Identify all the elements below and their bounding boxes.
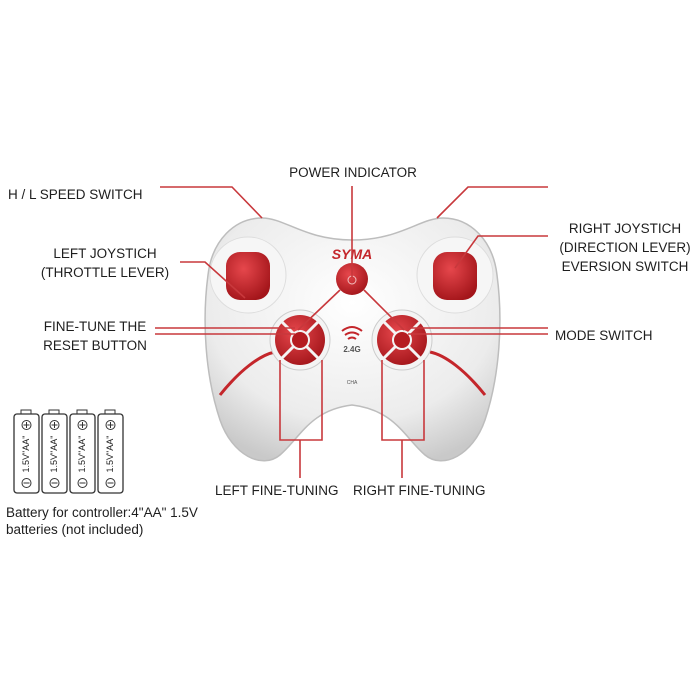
speed-switch-label: H / L SPEED SWITCH — [8, 187, 143, 202]
battery-cell-label: 1.5V"AA" — [49, 436, 59, 473]
left-joystick-line2: (THROTTLE LEVER) — [40, 265, 170, 280]
power-indicator-label: POWER INDICATOR — [289, 165, 417, 180]
right-joystick-line1: RIGHT JOYSTICH — [568, 221, 682, 236]
callout-lines — [155, 186, 548, 478]
wireless-icon — [341, 326, 363, 340]
fine-tune-reset-label: FINE-TUNE THE RESET BUTTON — [25, 317, 165, 355]
battery-note-line2: batteries (not included) — [6, 522, 144, 537]
left-joystick[interactable] — [209, 236, 287, 314]
channel-label: CHA — [347, 380, 358, 386]
right-joystick[interactable] — [416, 236, 494, 314]
right-dpad[interactable] — [371, 309, 433, 371]
battery-group: 1.5V"AA" 1.5V"AA" 1.5V"AA" 1.5V"AA" — [13, 409, 124, 494]
left-joystick-label: LEFT JOYSTICH (THROTTLE LEVER) — [20, 244, 190, 282]
left-dpad[interactable] — [269, 309, 331, 371]
left-fine-tuning-label: LEFT FINE-TUNING — [215, 483, 339, 498]
right-joystick-line3: EVERSION SWITCH — [561, 259, 689, 274]
right-fine-tuning-label: RIGHT FINE-TUNING — [353, 483, 486, 498]
mode-switch-label: MODE SWITCH — [555, 328, 653, 343]
battery-icon: 1.5V"AA" — [41, 409, 68, 494]
battery-icon: 1.5V"AA" — [13, 409, 40, 494]
battery-icon: 1.5V"AA" — [97, 409, 124, 494]
battery-icon: 1.5V"AA" — [69, 409, 96, 494]
fine-tune-line1: FINE-TUNE THE — [43, 319, 147, 334]
battery-note: Battery for controller:4"AA" 1.5V batter… — [6, 504, 198, 538]
band-label: 2.4G — [343, 345, 360, 354]
left-joystick-line1: LEFT JOYSTICH — [53, 246, 157, 261]
battery-cell-label: 1.5V"AA" — [105, 436, 115, 473]
battery-cell-label: 1.5V"AA" — [21, 436, 31, 473]
right-joystick-label: RIGHT JOYSTICH (DIRECTION LEVER) EVERSIO… — [550, 219, 700, 276]
right-joystick-line2: (DIRECTION LEVER) — [559, 240, 691, 255]
fine-tune-line2: RESET BUTTON — [43, 338, 147, 353]
battery-note-line1: Battery for controller:4"AA" 1.5V — [6, 505, 198, 520]
battery-cell-label: 1.5V"AA" — [77, 436, 87, 473]
